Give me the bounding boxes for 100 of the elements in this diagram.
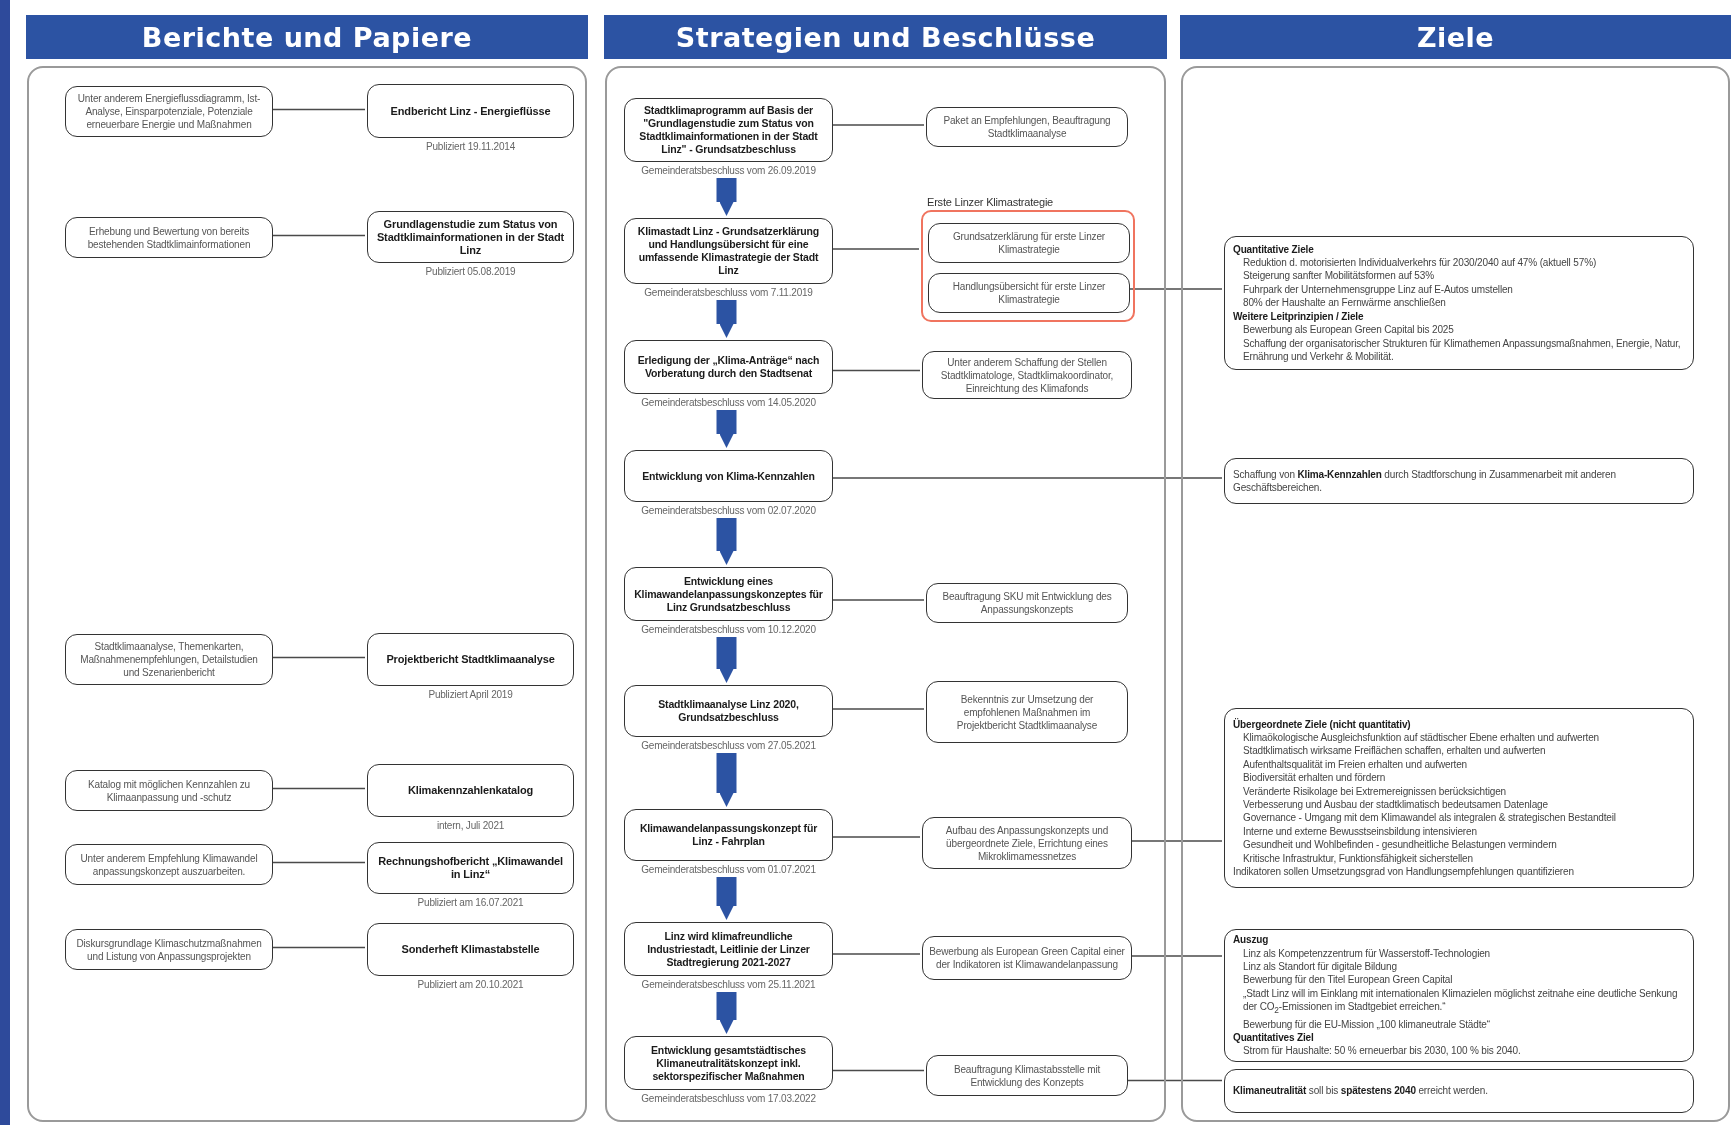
date-note: Gemeinderatsbeschluss vom 7.11.2019 bbox=[644, 286, 813, 299]
box-text: Entwicklung von Klima-Kennzahlen bbox=[642, 469, 815, 483]
goal-box bbox=[1224, 458, 1694, 504]
box-text: Klimakennzahlenkatalog bbox=[407, 784, 534, 797]
box-text: Endbericht Linz - Energieflüsse bbox=[390, 104, 551, 118]
goal-item: Bewerbung als European Green Capital bis 2025 bbox=[1242, 323, 1455, 337]
goal-item: „Stadt Linz will im Einklang mit internationalen Klimazielen möglichst zeitnahe eine deutliche Senkung der CO$_{2}$-Emissionen im Stadtgebiet erreichen.“ bbox=[1242, 986, 1679, 1018]
goal-item: Klimaökologische Ausgleichsfunktion auf städtischer Ebene erhalten und aufwerten bbox=[1242, 730, 1600, 745]
block-arrow bbox=[716, 753, 737, 807]
box-text: Entwicklung eines Klimawandelanpassungskonzeptes für Linz Grundsatzbeschluss bbox=[633, 574, 824, 614]
box-text: Entwicklung gesamtstädtisches Klimaneutralitätskonzept inkl. sektorspezifischer Maßnahmen bbox=[650, 1043, 807, 1083]
box-text: Stadtklimaprogramm auf Basis der "Grundlagenstudie zum Status von Stadtklimainformationen in der Stadt Linz" - Grundsatzbeschluss bbox=[638, 104, 819, 156]
goal-box bbox=[1224, 708, 1694, 888]
goal-item: Veränderte Risikolage bei Extremereignissen berücksichtigen bbox=[1242, 784, 1507, 798]
block-arrow bbox=[716, 410, 737, 448]
goal-item: Linz als Kompetenzzentrum für Wasserstoff-Technologien bbox=[1242, 946, 1492, 960]
goal-item: Strom für Haushalte: 50 % erneuerbar bis 2030, 100 % bis 2040. bbox=[1242, 1044, 1522, 1058]
goal-item: Aufenthaltsqualität im Freien erhalten und aufwerten bbox=[1242, 757, 1468, 772]
goal-item: Verbesserung und Ausbau der stadtklimatisch bedeutsamen Datenlage bbox=[1242, 798, 1549, 812]
box-text: Grundlagenstudie zum Status von Stadtklimainformationen in der Stadt Linz bbox=[375, 217, 566, 257]
block-arrow bbox=[716, 300, 737, 338]
goal-item: Bewerbung für die EU-Mission „100 klimaneutrale Städte“ bbox=[1242, 1017, 1491, 1031]
goal-heading: Weitere Leitprinzipien / Ziele bbox=[1233, 309, 1365, 324]
column-header: Berichte und Papiere bbox=[26, 15, 588, 59]
date-note: Publiziert am 16.07.2021 bbox=[417, 896, 524, 909]
goal-item: Bewerbung für den Titel European Green Capital bbox=[1242, 973, 1454, 987]
block-arrow bbox=[716, 637, 737, 683]
goal-heading: Quantitative Ziele bbox=[1233, 242, 1315, 257]
description-box bbox=[65, 770, 273, 811]
box-text: Paket an Empfehlungen, Beauftragung Stadtklimaanalyse bbox=[942, 114, 1112, 140]
goal-item: 80% der Haushalte an Fernwärme anschließen bbox=[1242, 296, 1447, 310]
box-text: Stadtklimaanalyse, Themenkarten, Maßnahmenempfehlungen, Detailstudien und Szenarienbericht bbox=[79, 640, 259, 679]
date-note: Publiziert April 2019 bbox=[428, 688, 513, 701]
goal-item: Steigerung sanfter Mobilitätsformen auf 53% bbox=[1242, 269, 1435, 283]
box-text: Beauftragung Klimastabsstelle mit Entwicklung des Konzepts bbox=[952, 1062, 1102, 1089]
note-box bbox=[926, 681, 1128, 743]
block-arrow bbox=[716, 877, 737, 920]
date-note: Publiziert 05.08.2019 bbox=[425, 265, 516, 278]
box-text: Aufbau des Anpassungskonzepts und übergeordnete Ziele, Errichtung eines Mikroklimamessnetzes bbox=[944, 823, 1110, 863]
date-note: Gemeinderatsbeschluss vom 01.07.2021 bbox=[641, 863, 816, 876]
goal-item: Kritische Infrastruktur, Funktionsfähigkeit sicherstellen bbox=[1242, 851, 1474, 866]
date-note: Gemeinderatsbeschluss vom 25.11.2021 bbox=[641, 978, 816, 991]
date-note: Gemeinderatsbeschluss vom 17.03.2022 bbox=[641, 1092, 816, 1105]
goal-item: Gesundheit und Wohlbefinden - gesundheitliche Belastungen vermindern bbox=[1242, 838, 1558, 852]
goal-box bbox=[1224, 929, 1694, 1062]
goal-heading: Übergeordnete Ziele (nicht quantitativ) bbox=[1233, 717, 1412, 731]
box-text: Erhebung und Bewertung von bereits bestehenden Stadtklimainformationen bbox=[86, 224, 252, 251]
box-text: Erledigung der „Klima-Anträge“ nach Vorberatung durch den Stadtsenat bbox=[636, 354, 821, 380]
goal-box bbox=[1224, 1069, 1694, 1113]
goal-heading: Quantitatives Ziel bbox=[1233, 1031, 1315, 1045]
box-text: Grundsatzerklärung für erste Linzer Klimastrategie bbox=[951, 230, 1106, 256]
description-box bbox=[65, 634, 273, 685]
date-note: Gemeinderatsbeschluss vom 26.09.2019 bbox=[641, 164, 816, 177]
goal-item: Linz als Standort für digitale Bildung bbox=[1242, 960, 1398, 974]
column-header: Strategien und Beschlüsse bbox=[604, 15, 1167, 59]
block-arrow bbox=[716, 178, 737, 216]
group-title: Erste Linzer Klimastrategie bbox=[927, 196, 1054, 208]
block-arrow bbox=[716, 518, 737, 565]
description-box bbox=[65, 86, 273, 137]
box-text: Bekenntnis zur Umsetzung der empfohlenen Maßnahmen im Projektbericht Stadtklimaanalyse bbox=[955, 692, 1099, 732]
goal-item: Interne und externe Bewusstseinsbildung intensivieren bbox=[1242, 824, 1478, 839]
box-text: Schaffung von Klima-Kennzahlen durch Stadtforschung in Zusammenarbeit mit anderen Geschäftsbereichen. bbox=[1233, 467, 1617, 495]
description-box bbox=[65, 217, 273, 258]
goal-heading: Auszug bbox=[1233, 933, 1270, 947]
date-note: Gemeinderatsbeschluss vom 10.12.2020 bbox=[641, 623, 816, 636]
box-text: Stadtklimaanalyse Linz 2020, Grundsatzbeschluss bbox=[657, 698, 800, 724]
note-box bbox=[922, 351, 1132, 399]
box-text: Bewerbung als European Green Capital einer der Indikatoren ist Klimawandelanpassung bbox=[929, 945, 1125, 971]
box-text: Diskursgrundlage Klimaschutzmaßnahmen und Listung von Anpassungsprojekten bbox=[75, 936, 263, 963]
block-arrow bbox=[716, 992, 737, 1034]
box-text: Rechnungshofbericht „Klimawandel in Linz“ bbox=[377, 855, 564, 881]
goal-item: Reduktion d. motorisierten Individualverkehrs für 2030/2040 auf 47% (aktuell 57%) bbox=[1242, 256, 1598, 270]
box-text: Unter anderem Schaffung der Stellen Stadtklimatologe, Stadtklimakoordinator, Einreichtung des Klimafonds bbox=[939, 355, 1115, 395]
goal-item: Stadtklimatisch wirksame Freiflächen schaffen, erhalten und aufwerten bbox=[1242, 744, 1547, 758]
note-box bbox=[926, 107, 1128, 147]
note-box bbox=[926, 1055, 1128, 1096]
goal-box bbox=[1224, 236, 1694, 370]
date-note: Publiziert 19.11.2014 bbox=[426, 140, 515, 153]
box-text: Beauftragung SKU mit Entwicklung des Anpassungskonzepts bbox=[941, 590, 1113, 616]
date-note: Publiziert am 20.10.2021 bbox=[417, 978, 524, 991]
goal-item: Fuhrpark der Unternehmensgruppe Linz auf E-Autos umstellen bbox=[1242, 282, 1514, 297]
description-box bbox=[65, 844, 273, 885]
note-box bbox=[926, 583, 1128, 623]
box-text: Katalog mit möglichen Kennzahlen zu Klimaanpassung und -schutz bbox=[86, 777, 252, 804]
box-text: Unter anderem Energieflussdiagramm, Ist-Analyse, Einsparpotenziale, Potenziale erneuerbare Energie und Maßnahmen bbox=[76, 92, 262, 131]
note-box bbox=[928, 223, 1130, 263]
date-note: Gemeinderatsbeschluss vom 02.07.2020 bbox=[641, 504, 816, 517]
goal-item: Governance - Umgang mit dem Klimawandel als integralen & strategischen Bestandteil bbox=[1242, 811, 1617, 825]
goal-item: Schaffung der organisatorischer Strukturen für Klimathemen Anpassungsmaßnahmen, Energie, Natur, Ernährung und Verkehr & Mobilität. bbox=[1242, 336, 1682, 364]
goal-item: Indikatoren sollen Umsetzungsgrad von Handlungsempfehlungen quantifizieren bbox=[1233, 865, 1575, 879]
note-box bbox=[922, 936, 1132, 980]
goal-item: Biodiversität erhalten und fördern bbox=[1242, 771, 1387, 785]
date-note: Gemeinderatsbeschluss vom 27.05.2021 bbox=[641, 739, 816, 752]
description-box bbox=[65, 929, 273, 970]
box-text: Projektbericht Stadtklimaanalyse bbox=[386, 653, 555, 666]
date-note: Gemeinderatsbeschluss vom 14.05.2020 bbox=[641, 396, 816, 409]
box-text: Klimaneutralität soll bis spätestens 2040 erreicht werden. bbox=[1233, 1084, 1489, 1098]
note-box bbox=[922, 817, 1132, 869]
box-text: Linz wird klimafreundliche Industriestadt, Leitlinie der Linzer Stadtregierung 2021-2027 bbox=[646, 929, 811, 969]
column-header: Ziele bbox=[1180, 15, 1731, 59]
